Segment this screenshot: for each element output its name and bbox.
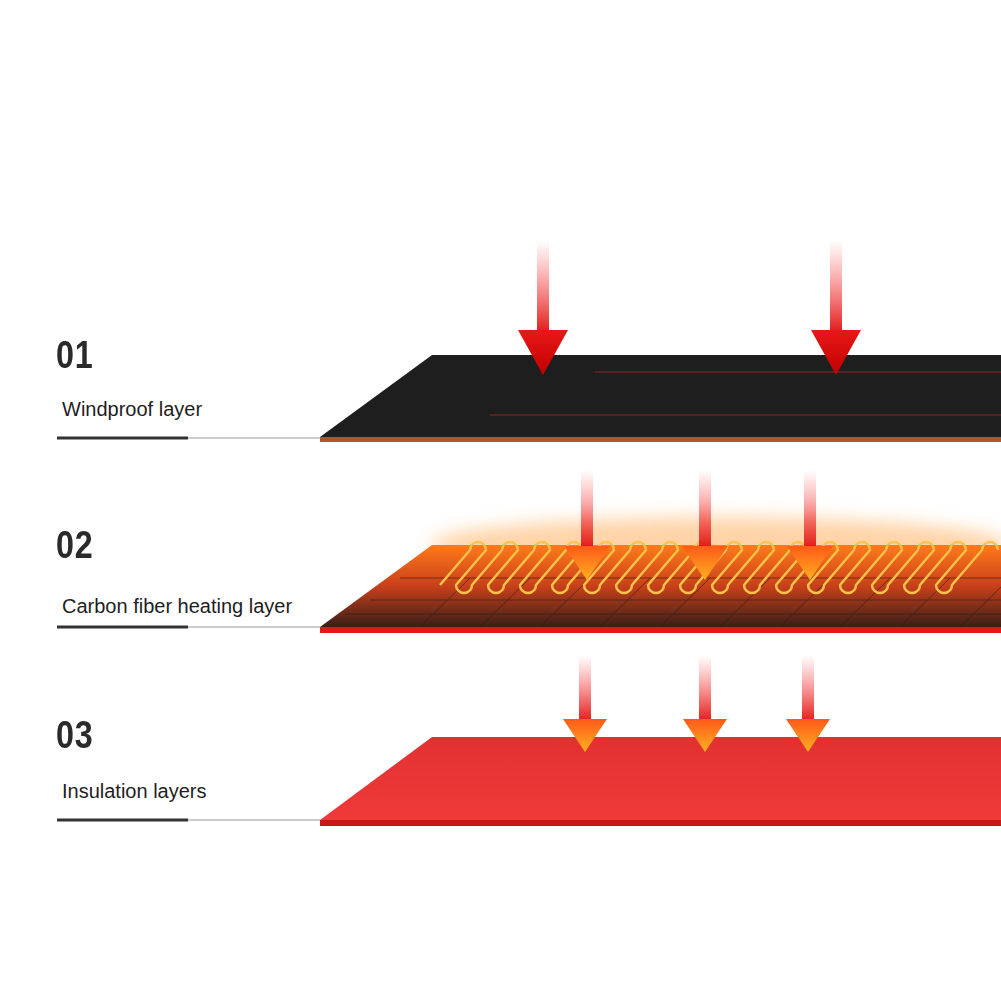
layer-label: Carbon fiber heating layer: [62, 595, 292, 618]
layer-label: Insulation layers: [62, 780, 207, 803]
layer-label: Windproof layer: [62, 398, 202, 421]
callout-number: 03: [56, 714, 94, 757]
callout-number: 01: [56, 334, 94, 377]
callout-number: 02: [56, 524, 94, 567]
